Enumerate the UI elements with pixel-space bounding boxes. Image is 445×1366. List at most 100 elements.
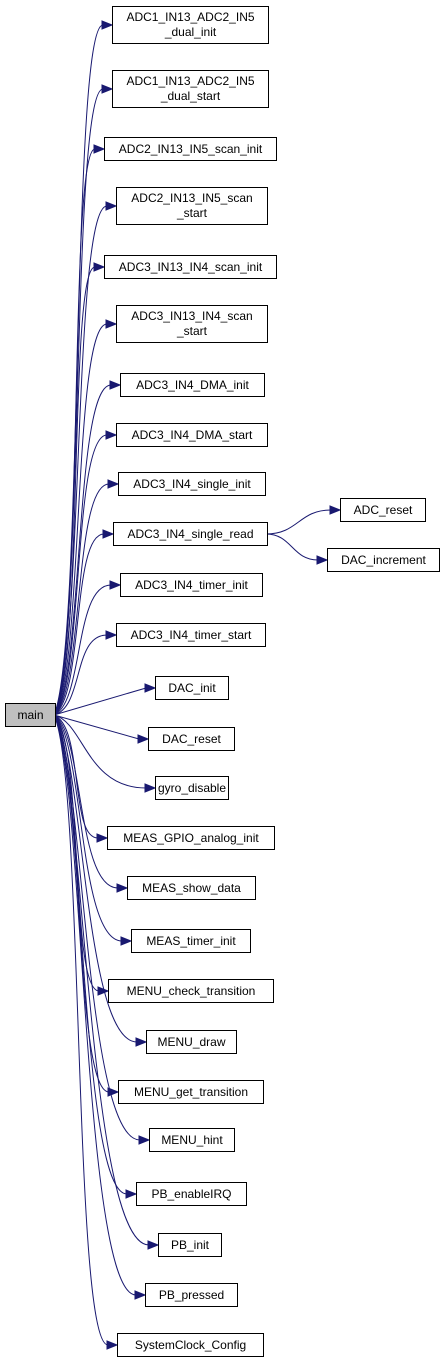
edge-root-n24 [53, 714, 150, 1246]
node-pb-enableirq[interactable]: PB_enableIRQ [136, 1182, 247, 1206]
edge-root-n17 [53, 714, 119, 889]
node-pb-init[interactable]: PB_init [158, 1233, 222, 1257]
arrowhead-n19 [97, 986, 110, 996]
edge-root-n7 [53, 384, 112, 716]
node-label-line: ADC3_IN4_DMA_start [131, 427, 253, 442]
node-label-line: DAC_increment [341, 552, 426, 567]
node-adc3-in4-dma-start[interactable]: ADC3_IN4_DMA_start [116, 423, 268, 447]
node-label-line: MENU_hint [161, 1132, 223, 1147]
node-label-line: PB_pressed [158, 1287, 225, 1302]
edge-root-n22 [53, 714, 141, 1141]
node-label-line: DAC_reset [162, 731, 221, 746]
node-adc2-in13-in5-scan-start[interactable]: ADC2_IN13_IN5_scan_start [116, 187, 268, 225]
node-meas-timer-init[interactable]: MEAS_timer_init [131, 929, 251, 953]
node-label-line: ADC3_IN4_DMA_init [136, 377, 249, 392]
arrowhead-n10 [102, 529, 115, 539]
node-label-line: _start [176, 206, 207, 220]
node-adc1-in13-adc2-in5-dual-start[interactable]: ADC1_IN13_ADC2_IN5_dual_start [112, 70, 269, 108]
node-adc3-in4-dma-init[interactable]: ADC3_IN4_DMA_init [120, 373, 265, 397]
edge-root-n18 [53, 714, 123, 942]
arrowhead-n7 [109, 380, 122, 390]
arrowhead-n28 [316, 555, 329, 565]
arrowhead-n8 [105, 430, 118, 440]
node-dac-init[interactable]: DAC_init [155, 676, 229, 700]
arrowhead-n3 [93, 144, 106, 154]
node-label-line: ADC3_IN4_timer_start [130, 627, 252, 642]
edge-root-n26 [53, 714, 109, 1346]
edge-root-n6 [53, 323, 108, 716]
arrowhead-n11 [109, 580, 122, 590]
node-label-line: ADC1_IN13_ADC2_IN5 [126, 74, 255, 88]
arrowhead-n16 [96, 833, 109, 843]
node-menu-draw[interactable]: MENU_draw [146, 1030, 237, 1054]
edge-root-n23 [53, 714, 128, 1195]
node-gyro-disable[interactable]: gyro_disable [155, 776, 229, 800]
node-label-line: PB_enableIRQ [151, 1186, 232, 1201]
arrowhead-n26 [106, 1340, 119, 1350]
arrowhead-n27 [329, 505, 342, 515]
edge-root-n21 [53, 714, 110, 1093]
arrowhead-n22 [138, 1135, 151, 1145]
node-adc3-in13-in4-scan-start[interactable]: ADC3_IN13_IN4_scan_start [116, 305, 268, 343]
arrowhead-n5 [93, 262, 106, 272]
edge-root-n14 [53, 714, 140, 740]
node-label-line: ADC_reset [353, 502, 413, 517]
node-label-line: ADC2_IN13_IN5_scan [131, 191, 253, 205]
node-menu-get-transition[interactable]: MENU_get_transition [118, 1080, 264, 1104]
edge-root-n9 [53, 483, 110, 716]
node-label-line: MENU_draw [157, 1034, 226, 1049]
node-label-line: ADC3_IN4_timer_init [135, 577, 248, 592]
node-label-line: _dual_start [160, 89, 221, 103]
arrowhead-n17 [116, 883, 129, 893]
node-meas-show-data[interactable]: MEAS_show_data [127, 876, 256, 900]
node-label-line: MENU_check_transition [126, 983, 256, 998]
node-dac-reset[interactable]: DAC_reset [148, 727, 235, 751]
node-adc3-in4-timer-start[interactable]: ADC3_IN4_timer_start [116, 623, 266, 647]
node-label-line: _start [176, 324, 207, 338]
edge-root-n16 [53, 714, 99, 839]
node-label-line: SystemClock_Config [134, 1337, 247, 1352]
node-label-line: gyro_disable [157, 780, 227, 795]
edge-n10-n27 [265, 509, 332, 535]
node-label-line: MEAS_timer_init [146, 933, 236, 948]
node-label-line: ADC3_IN13_IN4_scan [131, 309, 253, 323]
node-label-line: MEAS_show_data [142, 880, 241, 895]
arrowhead-n1 [101, 20, 114, 30]
node-label-line: ADC2_IN13_IN5_scan_init [118, 141, 263, 156]
node-dac-increment[interactable]: DAC_increment [327, 548, 440, 572]
edge-root-n5 [53, 266, 96, 716]
node-adc2-in13-in5-scan-init[interactable]: ADC2_IN13_IN5_scan_init [104, 137, 277, 161]
edge-root-n12 [53, 634, 108, 716]
edge-root-n15 [53, 714, 147, 789]
node-label-line: ADC1_IN13_ADC2_IN5 [126, 10, 255, 24]
arrowhead-n13 [144, 683, 157, 693]
node-label-line: MENU_get_transition [133, 1084, 249, 1099]
node-adc3-in4-timer-init[interactable]: ADC3_IN4_timer_init [120, 573, 263, 597]
node-adc-reset[interactable]: ADC_reset [340, 498, 426, 522]
arrowhead-n20 [135, 1037, 148, 1047]
arrowhead-n4 [105, 201, 118, 211]
edge-root-n4 [53, 205, 108, 716]
node-pb-pressed[interactable]: PB_pressed [145, 1283, 238, 1307]
edge-root-n3 [53, 148, 96, 716]
node-menu-hint[interactable]: MENU_hint [149, 1128, 235, 1152]
node-adc3-in4-single-init[interactable]: ADC3_IN4_single_init [118, 472, 266, 496]
arrowhead-n2 [101, 84, 114, 94]
node-adc3-in4-single-read[interactable]: ADC3_IN4_single_read [113, 522, 268, 546]
arrowhead-n9 [107, 479, 120, 489]
edge-root-n25 [53, 714, 137, 1296]
node-meas-gpio-analog-init[interactable]: MEAS_GPIO_analog_init [107, 826, 275, 850]
node-adc3-in13-in4-scan-init[interactable]: ADC3_IN13_IN4_scan_init [104, 255, 277, 279]
node-adc1-in13-adc2-in5-dual-init[interactable]: ADC1_IN13_ADC2_IN5_dual_init [112, 6, 269, 44]
node-label-line: _dual_init [164, 25, 217, 39]
node-menu-check-transition[interactable]: MENU_check_transition [108, 979, 274, 1003]
edge-root-n8 [53, 434, 108, 716]
node-label-line: ADC3_IN4_single_read [127, 526, 254, 541]
node-label-line: ADC3_IN13_IN4_scan_init [118, 259, 263, 274]
node-label-line: main [17, 707, 44, 722]
node-label-line: DAC_init [168, 680, 216, 695]
node-label-line: PB_init [170, 1237, 210, 1252]
node-systemclock-config[interactable]: SystemClock_Config [117, 1333, 264, 1357]
